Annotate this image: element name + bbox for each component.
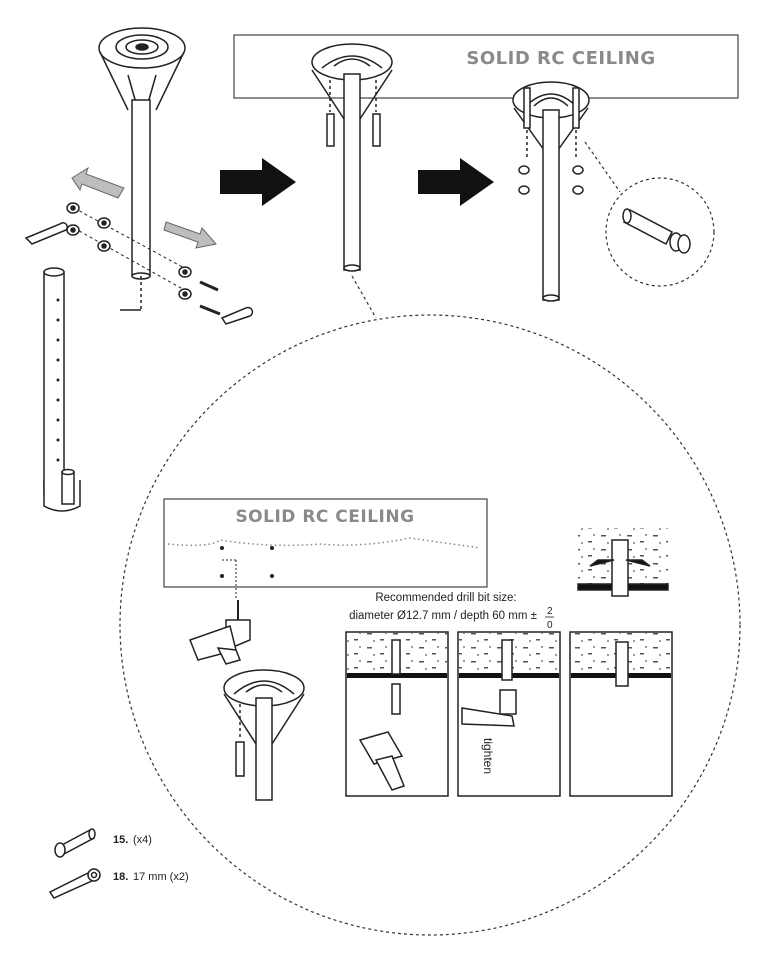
plate-detail	[223, 669, 305, 801]
install-step-hammer	[345, 631, 449, 797]
pole-step-2	[311, 43, 393, 272]
ceiling-label-top: SOLID RC CEILING	[466, 48, 655, 69]
part-15-desc: (x4)	[133, 834, 152, 846]
part-15-number: 15.	[113, 834, 128, 846]
part-18-desc: 17 mm (x2)	[133, 871, 189, 883]
part-18-row: 18. 17 mm (x2)	[48, 868, 189, 899]
direction-arrow-gray-right	[163, 221, 217, 249]
drill-marks	[167, 537, 481, 600]
ceiling-label-detail: SOLID RC CEILING	[235, 507, 414, 527]
anchor-bolt-icon	[54, 828, 96, 858]
anchor-bolt-detail	[622, 208, 691, 254]
ceiling-banner-detail	[163, 498, 488, 588]
installation-detail-circle	[119, 314, 741, 936]
install-step-final	[569, 631, 673, 797]
pole-step-3	[512, 81, 590, 302]
wrench-icon	[48, 868, 101, 899]
drill-note-line2: diameter Ø12.7 mm / depth 60 mm ±	[349, 610, 537, 622]
step-arrow-2	[418, 158, 494, 206]
drill-note-line1: Recommended drill bit size:	[375, 592, 516, 604]
tighten-label: tighten	[481, 738, 495, 774]
step-arrow-1	[220, 158, 296, 206]
drill-tolerance-upper: 2	[547, 606, 553, 617]
drill-icon	[189, 600, 251, 665]
exploded-pole-assembly	[24, 27, 254, 512]
part-18-number: 18.	[113, 871, 128, 883]
drill-tolerance-lower: 0	[547, 620, 553, 631]
direction-arrow-gray-left	[71, 166, 125, 199]
anchor-expansion-icon	[577, 528, 669, 597]
install-step-tighten	[457, 631, 561, 797]
part-15-row: 15. (x4)	[54, 828, 152, 858]
